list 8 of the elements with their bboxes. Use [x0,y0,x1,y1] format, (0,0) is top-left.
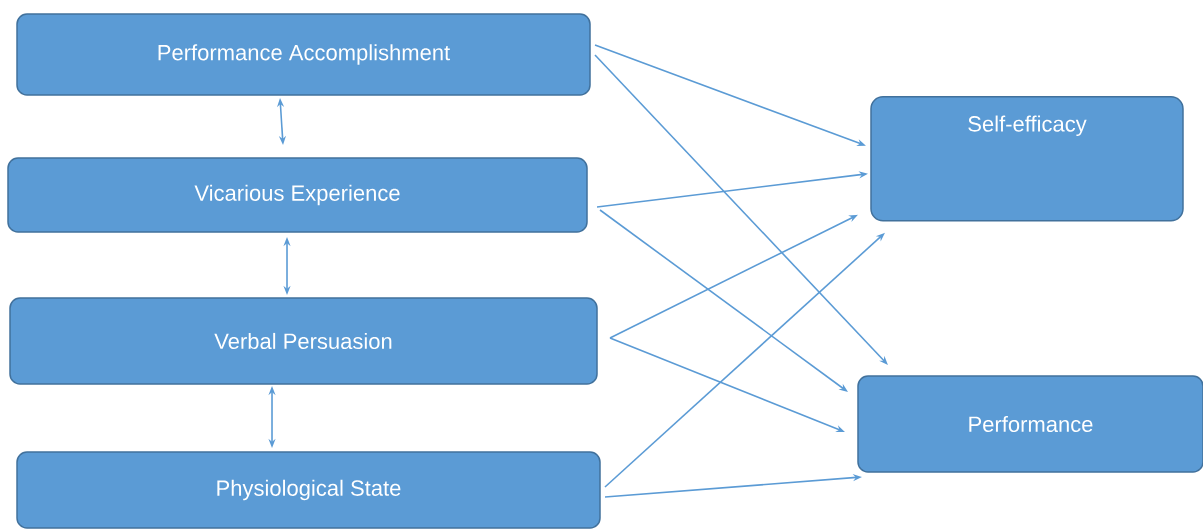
process-box: Performance [857,375,1203,473]
arrow [599,209,848,392]
process-box: Vicarious Experience [7,157,588,233]
process-box: Physiological State [16,451,601,529]
process-box: Verbal Persuasion [9,297,598,385]
process-box: Self-efficacy [870,96,1184,222]
arrow [594,54,888,365]
process-box: Performance Accomplishment [16,13,591,96]
